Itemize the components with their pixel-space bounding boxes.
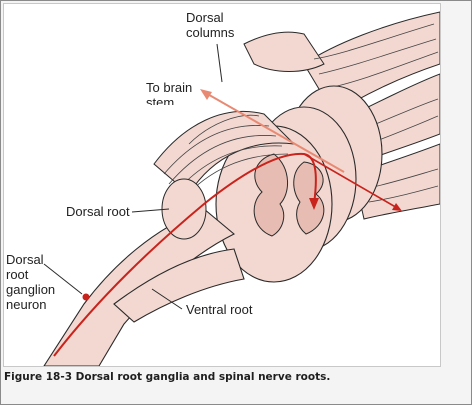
label-drg-line3: ganglion [6,282,56,297]
label-dorsal-columns-line1: Dorsal [186,10,224,25]
label-to-brain-stem: To brain stem [146,80,192,105]
label-ventral-root: Ventral root [186,302,253,317]
label-drg-line2: root [6,267,29,282]
ascending-pathway-arrowhead [392,203,402,211]
synapse-arrowhead [309,198,319,210]
spinal-cord-illustration [43,11,440,366]
figure-panel: Dorsal columns To brain stem Dorsal root… [3,3,441,367]
label-dorsal-columns: Dorsal columns [186,10,234,40]
label-dorsal-columns-line2: columns [186,25,235,40]
dorsal-root-ganglion [161,178,207,240]
neuron-cell-body [82,293,90,301]
label-dorsal-root-ganglion-neuron: Dorsal root ganglion neuron [6,252,55,312]
to-brain-stem-arrowhead [200,89,212,100]
ascending-pathway-line [303,153,400,210]
figure-caption: Figure 18-3 Dorsal root ganglia and spin… [4,371,331,383]
label-drg-line4: neuron [6,297,47,312]
label-to-brain-stem-line2: stem [146,95,175,105]
label-to-brain-stem-line1: To brain [146,80,193,95]
gray-matter [253,153,325,237]
label-drg-line1: Dorsal [6,252,44,267]
sensory-pathway [53,152,317,357]
label-dorsal-root: Dorsal root [66,204,130,219]
leader-lines [43,43,223,310]
spinal-nerve [43,208,245,366]
to-brain-stem-arrow [203,91,345,173]
